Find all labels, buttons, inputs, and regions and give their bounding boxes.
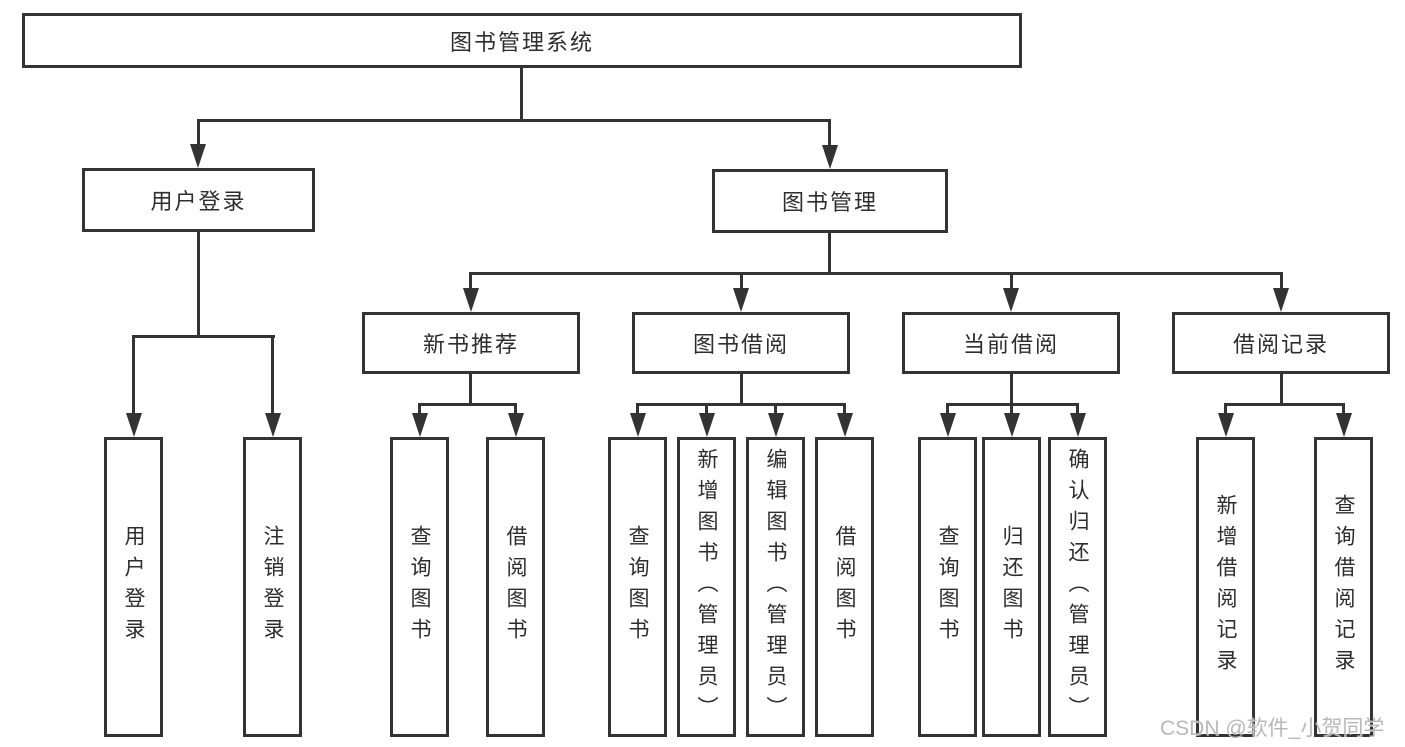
node-book-borrowing: 图书借阅 — [632, 312, 850, 374]
connector-arrowhead — [768, 413, 784, 437]
connector-hline — [197, 119, 831, 122]
connector-vline — [514, 403, 517, 417]
connector-hline — [418, 403, 517, 406]
node-borrowing-records: 借阅记录 — [1172, 312, 1390, 374]
leaf-logout: 注销登录 — [243, 437, 302, 737]
leaf-confirm-return-admin-label: 确认归还（管理员） — [1066, 447, 1089, 727]
connector-vline — [636, 403, 639, 417]
node-book-management: 图书管理 — [712, 169, 948, 233]
connector-arrowhead — [699, 413, 715, 437]
connector-vline — [1010, 272, 1013, 291]
leaf-logout-label: 注销登录 — [261, 525, 284, 649]
leaf-add-book-admin-label: 新增图书（管理员） — [695, 447, 718, 727]
connector-arrowhead — [126, 413, 142, 437]
connector-hline — [1224, 403, 1345, 406]
node-borrowing-records-label: 借阅记录 — [1232, 332, 1329, 357]
leaf-edit-book-admin-label: 编辑图书（管理员） — [764, 447, 787, 727]
node-new-book-recommend: 新书推荐 — [362, 312, 580, 374]
connector-vline — [469, 272, 472, 291]
connector-vline — [828, 119, 831, 147]
connector-arrowhead — [265, 413, 281, 437]
leaf-query-borrow-record-label: 查询借阅记录 — [1332, 494, 1355, 680]
leaf-query-books-current: 查询图书 — [918, 437, 977, 737]
connector-arrowhead — [822, 145, 838, 169]
connector-arrowhead — [463, 288, 479, 312]
leaf-edit-book-admin: 编辑图书（管理员） — [746, 437, 805, 737]
connector-vline — [132, 335, 135, 417]
connector-arrowhead — [412, 413, 428, 437]
connector-vline — [946, 403, 949, 417]
leaf-borrow-books-recommend: 借阅图书 — [486, 437, 545, 737]
connector-vline — [197, 232, 200, 338]
connector-vline — [740, 374, 743, 406]
node-book-borrowing-label: 图书借阅 — [692, 332, 789, 357]
connector-vline — [774, 403, 777, 417]
connector-vline — [1342, 403, 1345, 417]
leaf-query-borrow-record: 查询借阅记录 — [1314, 437, 1373, 737]
connector-vline — [1280, 272, 1283, 291]
connector-arrowhead — [1003, 288, 1019, 312]
connector-vline — [1076, 403, 1079, 417]
node-root-label: 图书管理系统 — [449, 29, 594, 55]
connector-hline — [636, 403, 846, 406]
node-current-borrowing-label: 当前借阅 — [962, 332, 1059, 357]
connector-arrowhead — [733, 288, 749, 312]
connector-vline — [520, 68, 523, 122]
connector-arrowhead — [190, 144, 206, 168]
connector-arrowhead — [940, 413, 956, 437]
connector-vline — [828, 233, 831, 275]
leaf-confirm-return-admin: 确认归还（管理员） — [1048, 437, 1107, 737]
connector-vline — [418, 403, 421, 417]
connector-hline — [132, 335, 275, 338]
node-book-management-label: 图书管理 — [781, 190, 878, 215]
leaf-return-books-label: 归还图书 — [1000, 525, 1023, 649]
leaf-query-books-recommend-label: 查询图书 — [408, 525, 431, 649]
leaf-query-books-borrowing-label: 查询图书 — [626, 525, 649, 649]
connector-arrowhead — [630, 413, 646, 437]
leaf-return-books: 归还图书 — [982, 437, 1041, 737]
connector-vline — [1010, 403, 1013, 417]
leaf-borrow-books-label: 借阅图书 — [833, 525, 856, 649]
leaf-query-books-borrowing: 查询图书 — [608, 437, 667, 737]
leaf-query-books-recommend: 查询图书 — [390, 437, 449, 737]
connector-arrowhead — [1218, 413, 1234, 437]
connector-vline — [740, 272, 743, 291]
connector-arrowhead — [1070, 413, 1086, 437]
connector-vline — [705, 403, 708, 417]
node-current-borrowing: 当前借阅 — [902, 312, 1120, 374]
leaf-user-login: 用户登录 — [104, 437, 163, 737]
leaf-borrow-books: 借阅图书 — [815, 437, 874, 737]
connector-vline — [271, 335, 274, 417]
connector-arrowhead — [508, 413, 524, 437]
connector-vline — [1280, 374, 1283, 406]
connector-vline — [1224, 403, 1227, 417]
connector-arrowhead — [1004, 413, 1020, 437]
leaf-add-borrow-record-label: 新增借阅记录 — [1214, 494, 1237, 680]
connector-arrowhead — [1336, 413, 1352, 437]
node-root: 图书管理系统 — [22, 13, 1022, 68]
node-new-book-recommend-label: 新书推荐 — [422, 332, 519, 357]
connector-hline — [469, 272, 1283, 275]
node-user-login: 用户登录 — [82, 168, 315, 232]
connector-vline — [197, 119, 200, 146]
leaf-borrow-books-recommend-label: 借阅图书 — [504, 525, 527, 649]
connector-vline — [1010, 374, 1013, 406]
leaf-user-login-label: 用户登录 — [122, 525, 145, 649]
node-user-login-label: 用户登录 — [150, 189, 247, 214]
leaf-query-books-current-label: 查询图书 — [936, 525, 959, 649]
connector-arrowhead — [837, 413, 853, 437]
connector-arrowhead — [1273, 288, 1289, 312]
leaf-add-book-admin: 新增图书（管理员） — [677, 437, 736, 737]
connector-vline — [843, 403, 846, 417]
csdn-watermark: CSDN @软件_小贺同学 — [1160, 717, 1385, 740]
connector-vline — [469, 374, 472, 406]
leaf-add-borrow-record: 新增借阅记录 — [1196, 437, 1255, 737]
